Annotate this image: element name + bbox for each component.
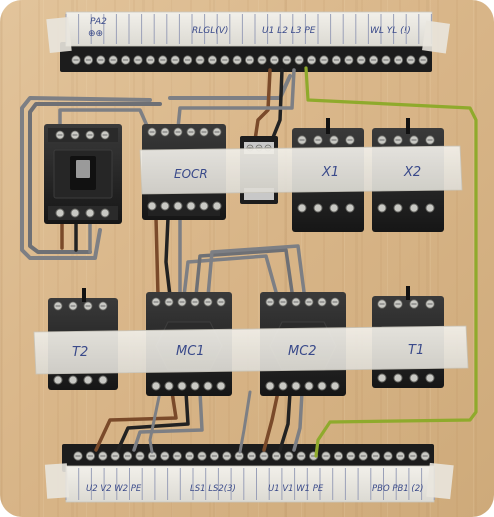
tape-tab [44,463,70,499]
black-wire [270,68,284,142]
label-mc1: MC1 [176,344,205,359]
gray-wire [206,244,306,298]
top-label-wlyl: WL YL (!) [370,26,411,36]
screw-terminal [265,381,275,391]
screw-terminal [177,381,187,391]
gray-wire [28,102,162,254]
gray-wire [148,390,162,454]
screw-terminal [409,203,419,213]
screw-terminal [330,381,340,391]
screw-terminal [212,201,222,211]
bottom-label-tape [65,465,435,503]
tape-strip-lower: T2 MC1 MC2 T1 [33,325,469,375]
screw-terminal [53,375,63,385]
label-t1: T1 [408,343,424,358]
screw-terminal [83,375,93,385]
gray-wire [238,390,252,454]
label-t2: T2 [72,345,88,360]
black-wire [116,390,190,452]
top-label-pa2: PA2 [90,17,107,27]
tape-tab [46,16,72,54]
screw-terminal [160,201,170,211]
brown-wire [253,68,272,142]
screw-terminal [313,203,323,213]
screw-terminal [199,201,209,211]
wires [20,66,478,458]
screw-terminal [216,381,226,391]
screw-terminal [317,381,327,391]
screw-terminal [278,381,288,391]
label-mc2: MC2 [288,344,317,359]
screw-terminal [425,203,435,213]
screw-terminal [393,373,403,383]
bottom-label-limit: LS1 LS2(3) [190,484,236,494]
screw-terminal [85,208,95,218]
top-label-power: U1 L2 L3 PE [262,26,316,36]
screw-terminal [329,203,339,213]
tape-tab [422,20,450,54]
black-wire [164,216,172,298]
bottom-label-pushbutton: PBO PB1 (2) [372,484,423,494]
label-x2: X2 [403,165,421,180]
black-wire [278,390,292,452]
screw-terminal [297,203,307,213]
screw-terminal [425,373,435,383]
label-eocr: EOCR [174,167,208,181]
gray-wire [168,74,292,100]
screw-terminal [147,201,157,211]
screw-terminal [151,381,161,391]
green-yellow-wire [304,66,478,458]
gray-wire [20,96,152,260]
top-label-sub: ⊕⊕ [88,29,103,39]
bottom-label-motor2: U2 V2 W2 PE [86,484,142,494]
top-label-rlgl: RLGL(V) [192,26,228,36]
screw-terminal [393,203,403,213]
tape-tab [426,462,454,500]
breaker-toggle [76,160,90,178]
tape-strip-upper: EOCR X1 X2 [139,145,463,195]
screw-terminal [304,381,314,391]
gray-wire [176,68,296,130]
screw-terminal [68,375,78,385]
screw-terminal [70,208,80,218]
gray-wire [194,248,294,298]
screw-terminal [409,373,419,383]
screw-terminal [377,373,387,383]
screw-terminal [98,375,108,385]
bottom-label-motor1: U1 V1 W1 PE [268,484,324,494]
gray-wire [58,108,150,130]
screw-terminal [377,203,387,213]
screw-terminal [173,201,183,211]
bottom-terminal-strip: U2 V2 W2 PE LS1 LS2(3) U1 V1 W1 PE PBO P… [62,444,435,503]
label-x1: X1 [321,165,339,180]
gray-wire [132,390,204,452]
gray-wire [182,254,278,298]
screw-terminal [100,208,110,218]
screw-terminal [291,381,301,391]
gray-wire [292,390,304,452]
screw-terminal [164,381,174,391]
brown-wire [262,390,280,452]
top-terminal-strip: PA2 ⊕⊕ RLGL(V) U1 L2 L3 PE WL YL (!) [60,11,433,72]
screw-terminal [186,201,196,211]
circuit-breaker [44,124,122,224]
screw-terminal [345,203,355,213]
brown-wire [154,216,160,298]
screw-terminal [190,381,200,391]
screw-terminal [203,381,213,391]
screw-terminal [55,208,65,218]
brown-wire [94,390,178,452]
